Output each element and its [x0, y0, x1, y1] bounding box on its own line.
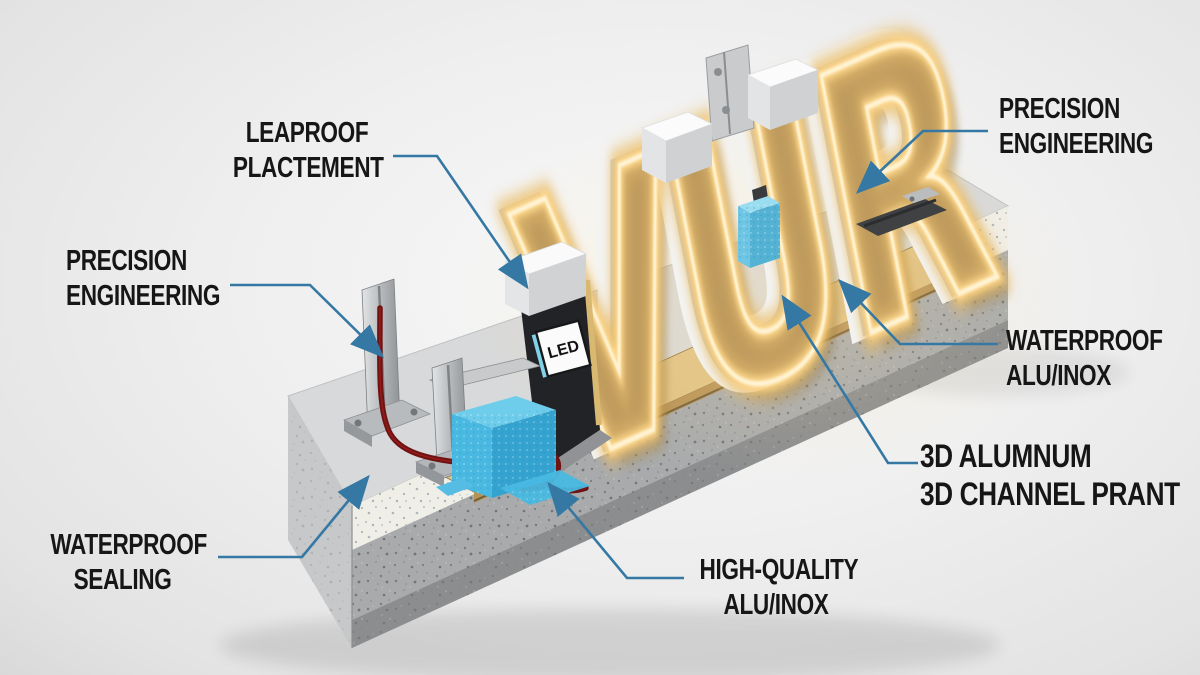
callout-line: ALU/INOX: [1006, 359, 1111, 392]
callout-line: ENGINEERING: [66, 279, 221, 312]
leader-waterproof-sealing: [218, 474, 370, 559]
callout-leakproof-placement: LEAPROOF PLACTEMENT: [232, 116, 384, 186]
mounting-rail-right: [856, 187, 947, 236]
callout-line: ALU/INOX: [723, 588, 829, 621]
foam-blocks: [436, 396, 590, 505]
callout-line: HIGH-QUALITY: [699, 554, 859, 586]
callout-precision-engineering-left: PRECISION ENGINEERING: [66, 244, 220, 314]
leader-aluminum-channel: [781, 294, 918, 465]
callout-line: PRECISION: [999, 93, 1120, 125]
callout-line: 3D ALUMNUM: [920, 438, 1092, 474]
leader-waterproof-alu-inox: [838, 278, 998, 346]
callout-waterproof-sealing: WATERPROOF SEALING: [50, 528, 207, 598]
callout-line: ENGINEERING: [999, 127, 1154, 160]
leader-high-quality-alu-inox: [547, 481, 684, 580]
leader-precision-engineering-left: [230, 283, 385, 358]
callout-waterproof-alu-inox: WATERPROOF ALU/INOX: [1006, 324, 1163, 394]
callout-line: PLACTEMENT: [232, 151, 384, 184]
callout-line: PRECISION: [66, 245, 187, 277]
callout-line: LEAPROOF: [245, 117, 369, 149]
callout-precision-engineering-right: PRECISION ENGINEERING: [999, 92, 1153, 162]
leader-leakproof-placement: [393, 154, 529, 290]
callout-line: WATERPROOF: [50, 529, 207, 561]
led-module: LED: [531, 319, 592, 378]
callout-line: WATERPROOF: [1006, 325, 1163, 357]
callout-leader-lines: [218, 129, 998, 580]
letter-spacer-block: [738, 185, 780, 268]
callout-high-quality-alu-inox: HIGH-QUALITY ALU/INOX: [699, 553, 859, 623]
callout-line: 3D CHANNEL PRANT: [920, 476, 1180, 513]
callout-aluminum-channel: 3D ALUMNUM 3D CHANNEL PRANT: [920, 437, 1180, 514]
callout-line: SEALING: [73, 563, 172, 596]
leader-precision-engineering-right: [855, 129, 988, 194]
standoff-mounts: [641, 44, 820, 183]
